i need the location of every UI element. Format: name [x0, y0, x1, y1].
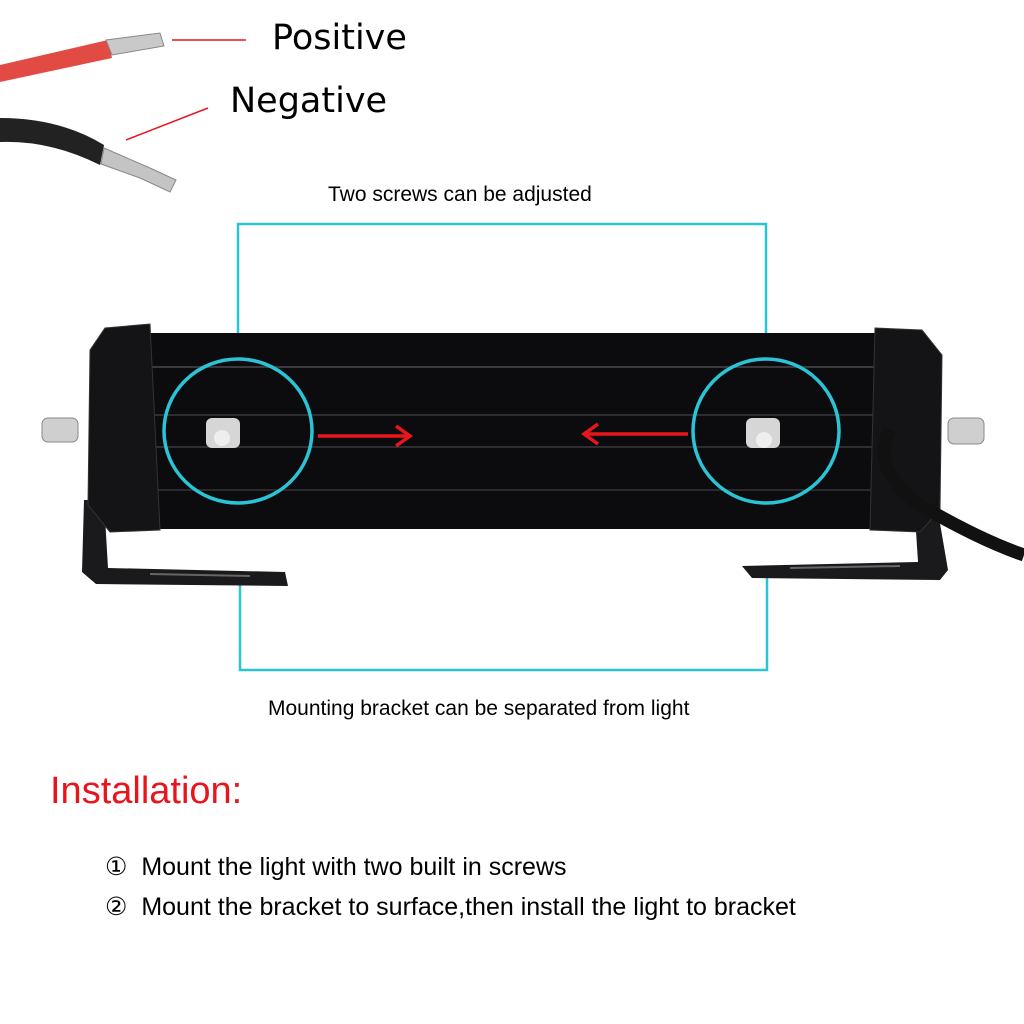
positive-label: Positive	[272, 18, 407, 58]
installation-step: ② Mount the bracket to surface,then inst…	[105, 892, 796, 922]
installation-step: ① Mount the light with two built in scre…	[105, 852, 567, 882]
screws-caption: Two screws can be adjusted	[328, 183, 592, 206]
step-text: Mount the bracket to surface,then instal…	[141, 893, 796, 921]
negative-pointer	[125, 107, 209, 141]
step-number: ②	[105, 893, 128, 921]
arrow-left-icon	[580, 422, 688, 446]
bracket-callout-line	[238, 575, 769, 672]
screw-highlight-left	[162, 357, 314, 505]
red-wire	[0, 32, 165, 82]
power-cable	[877, 427, 1024, 562]
adjust-screw-left	[206, 418, 240, 448]
negative-label: Negative	[230, 81, 388, 121]
step-text: Mount the light with two built in screws	[141, 853, 567, 881]
bracket-caption: Mounting bracket can be separated from l…	[268, 697, 690, 720]
step-number: ①	[105, 853, 128, 881]
adjust-screw-right	[746, 418, 780, 448]
screw-highlight-right	[691, 357, 841, 505]
arrow-right-icon	[318, 424, 414, 448]
installation-heading: Installation:	[50, 770, 243, 812]
black-wire	[0, 118, 177, 193]
side-bolt-right	[947, 417, 985, 445]
screws-callout-line	[236, 222, 768, 358]
side-bolt-left	[41, 417, 79, 443]
